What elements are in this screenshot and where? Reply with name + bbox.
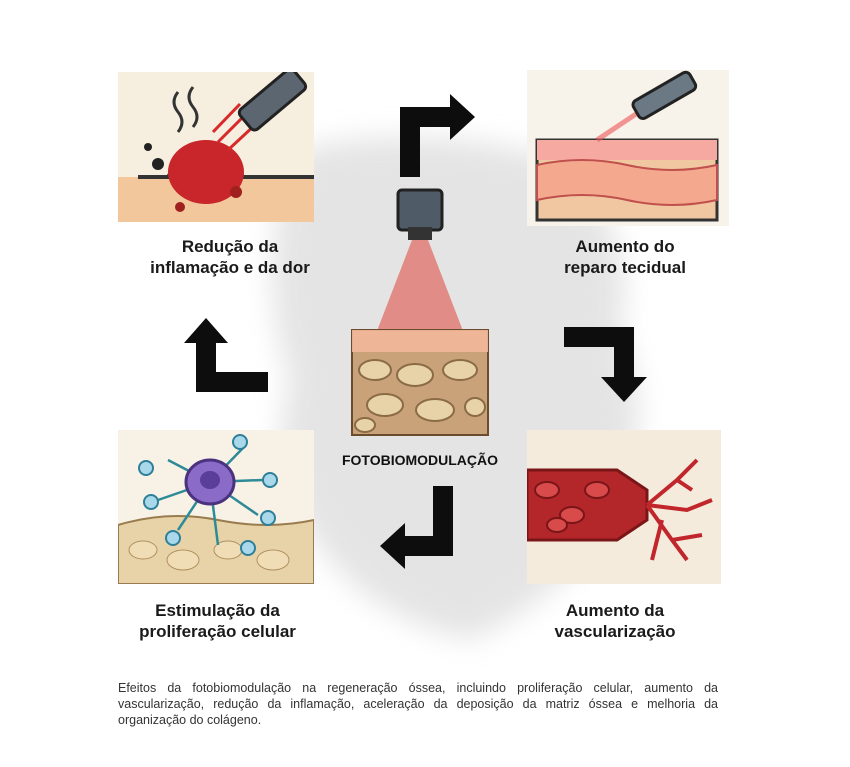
inflammation-illustration bbox=[118, 72, 314, 222]
label-line: Aumento do bbox=[575, 237, 675, 256]
arrow-right-icon bbox=[400, 94, 475, 177]
vascularization-illustration bbox=[527, 430, 721, 584]
label-line: vascularização bbox=[554, 622, 676, 641]
effect-label-vascularization: Aumento da vascularização bbox=[505, 600, 725, 642]
center-title: FOTOBIOMODULAÇÃO bbox=[341, 452, 499, 468]
label-line: Estimulação da bbox=[155, 601, 280, 620]
label-line: Aumento da bbox=[565, 601, 665, 620]
effect-label-tissue-repair: Aumento do reparo tecidual bbox=[505, 236, 745, 278]
effect-label-inflammation: Redução da inflamação e da dor bbox=[110, 236, 350, 278]
arrow-down-icon bbox=[564, 327, 647, 402]
arrow-left-icon bbox=[380, 486, 453, 569]
photobiomodulation-center-illustration bbox=[351, 188, 489, 436]
cell-proliferation-illustration bbox=[118, 430, 314, 584]
label-line: inflamação e da dor bbox=[150, 258, 310, 277]
label-line: Redução da bbox=[181, 237, 279, 256]
figure-caption: Efeitos da fotobiomodulação na regeneraç… bbox=[118, 681, 718, 727]
label-line: reparo tecidual bbox=[564, 258, 686, 277]
effect-label-cell-proliferation: Estimulação da proliferação celular bbox=[100, 600, 335, 642]
arrow-up-icon bbox=[184, 318, 268, 392]
tissue-repair-illustration bbox=[527, 70, 729, 226]
label-line: proliferação celular bbox=[139, 622, 296, 641]
